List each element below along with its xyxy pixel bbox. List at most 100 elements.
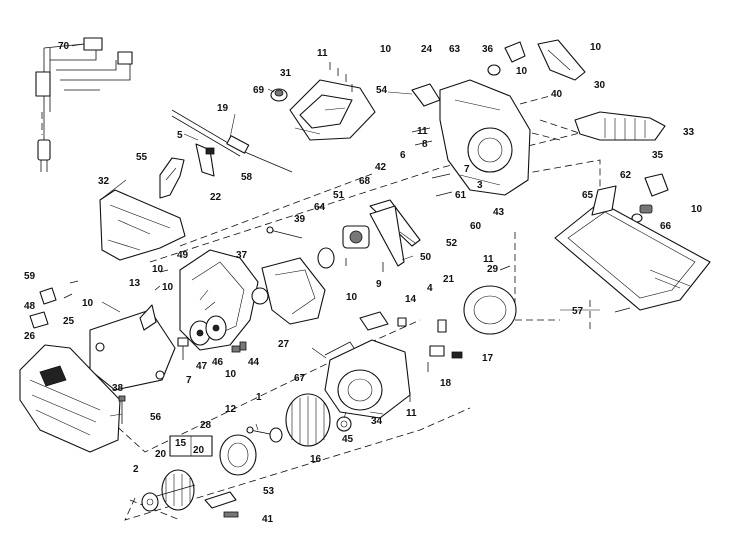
callout-14: 14 [405,294,417,305]
callout-62: 62 [620,170,632,181]
part-side-cover [89,309,176,391]
callout-49: 49 [177,250,189,261]
callout-39: 39 [294,214,306,225]
callout-5: 5 [177,130,183,141]
callout-13: 13 [129,278,141,289]
callout-55: 55 [136,152,148,163]
callout-61: 61 [455,190,467,201]
part-armature [149,469,196,511]
callout-30: 30 [594,80,606,91]
callout-16: 16 [310,454,322,465]
callout-37: 37 [236,250,248,261]
part-depth-knob [487,41,526,76]
callout-11: 11 [417,126,428,137]
part-pin [266,226,303,239]
part-handle-grip [99,189,186,261]
callout-33: 33 [683,127,695,138]
part-screw-56 [118,395,126,424]
callout-63: 63 [449,44,461,55]
callout-70: 70 [58,41,70,52]
callout-41: 41 [262,514,274,525]
callout-42: 42 [375,162,387,173]
part-rear-handle [574,111,666,141]
part-bearing [336,416,352,432]
part-bolt [177,337,189,360]
callout-51: 51 [333,190,345,201]
callout-59: 59 [24,271,36,282]
callout-10: 10 [516,66,528,77]
callout-1: 1 [256,392,262,403]
callout-60: 60 [470,221,482,232]
leader-lines [71,43,600,431]
part-stator [324,339,411,419]
callout-47: 47 [196,361,208,372]
callout-10: 10 [82,298,94,309]
part-bracket [411,83,441,107]
callout-10: 10 [162,282,174,293]
mains-plug [37,139,51,161]
part-small-clips [231,341,247,353]
callout-44: 44 [248,357,260,368]
wiring-harness [35,37,133,172]
part-base-plate [554,185,711,311]
callout-17: 17 [482,353,494,364]
callout-18: 18 [440,378,452,389]
callout-35: 35 [652,150,664,161]
wiring-switch-plug [117,51,133,65]
callout-64: 64 [314,202,326,213]
part-brush-holder [29,287,57,329]
callout-27: 27 [278,339,290,350]
callout-68: 68 [359,176,371,187]
callout-34: 34 [371,416,383,427]
callout-25: 25 [63,316,75,327]
callout-56: 56 [150,412,162,423]
callout-67: 67 [294,373,306,384]
part-small-terminals [397,317,463,359]
callout-43: 43 [493,207,505,218]
callout-8: 8 [422,139,428,150]
callout-7: 7 [464,164,470,175]
wiring-connector-block [83,37,103,51]
callout-66: 66 [660,221,672,232]
callout-38: 38 [112,383,124,394]
callout-15: 15 [175,438,187,449]
part-plate-14 [359,311,389,331]
part-trigger [159,157,185,199]
part-shaft [246,426,283,443]
part-brush-cover [463,285,517,335]
part-bevel-knob [631,173,669,223]
callout-50: 50 [420,252,432,263]
callout-48: 48 [24,301,36,312]
part-wedge [139,304,157,331]
part-flanges [189,315,227,346]
callout-10: 10 [691,204,703,215]
callout-26: 26 [24,331,36,342]
part-hex-key [324,341,355,356]
callout-54: 54 [376,85,388,96]
part-lower-blade-guard [261,257,326,325]
callout-11: 11 [483,254,494,265]
callout-20: 20 [155,449,167,460]
cable-sleeve [226,135,250,154]
callout-20: 20 [193,445,205,456]
part-spring-ring [251,287,269,305]
callout-32: 32 [98,176,110,187]
part-washer [141,492,159,512]
callout-45: 45 [342,434,354,445]
callout-40: 40 [551,89,563,100]
callout-12: 12 [225,404,237,415]
callout-53: 53 [263,486,275,497]
part-field-coil [285,393,331,447]
part-depth-bracket [537,39,586,81]
clamp-screw [205,147,215,155]
wiring-terminal [35,71,51,97]
callout-7: 7 [186,375,192,386]
callout-21: 21 [443,274,455,285]
callout-4: 4 [427,283,433,294]
part-spindle-lock [204,491,239,518]
callout-10: 10 [346,292,358,303]
callout-46: 46 [212,357,224,368]
power-cable [171,109,293,177]
callout-9: 9 [376,279,382,290]
